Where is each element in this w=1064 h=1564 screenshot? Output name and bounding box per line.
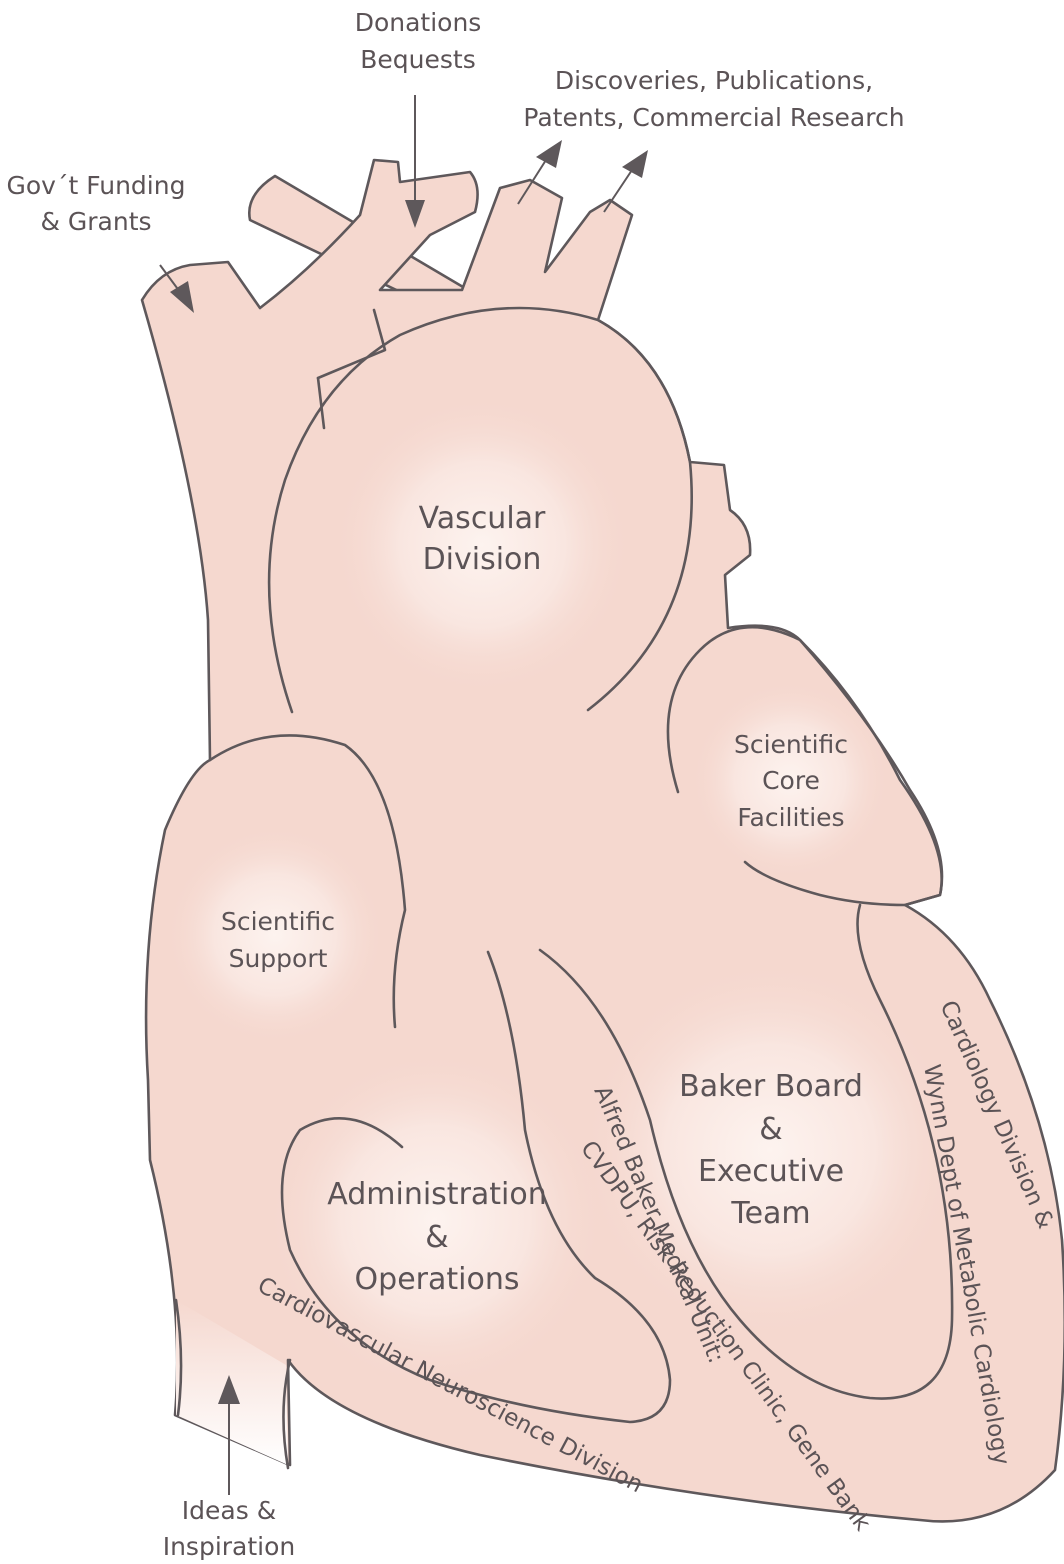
donations-label: Donations bbox=[355, 8, 482, 37]
discoveries-label-1: Discoveries, Publications, bbox=[555, 66, 873, 95]
arrow-discoveries-2 bbox=[604, 150, 648, 212]
grants-label: & Grants bbox=[40, 207, 151, 236]
discoveries-label-2: Patents, Commercial Research bbox=[523, 103, 904, 132]
board-label-3: Executive bbox=[698, 1154, 844, 1189]
support-label-1: Scientific bbox=[221, 907, 335, 936]
bequests-label: Bequests bbox=[360, 45, 475, 74]
admin-label-3: Operations bbox=[355, 1262, 520, 1297]
ideas-label: Ideas & bbox=[182, 1496, 276, 1525]
board-label-1: Baker Board bbox=[679, 1069, 863, 1104]
board-label-2: & bbox=[759, 1112, 782, 1147]
admin-label-1: Administration bbox=[327, 1177, 547, 1212]
govt-funding-label: Gov´t Funding bbox=[7, 171, 186, 200]
core-label-2: Core bbox=[762, 766, 820, 795]
vascular-label-1: Vascular bbox=[419, 501, 546, 536]
support-label-2: Support bbox=[229, 944, 328, 973]
vascular-label-2: Division bbox=[423, 542, 542, 577]
core-label-1: Scientific bbox=[734, 730, 848, 759]
board-label-4: Team bbox=[730, 1196, 810, 1231]
inspiration-label: Inspiration bbox=[163, 1532, 296, 1561]
arrow-donations bbox=[405, 95, 425, 228]
admin-label-2: & bbox=[425, 1220, 448, 1255]
core-label-3: Facilities bbox=[737, 803, 844, 832]
